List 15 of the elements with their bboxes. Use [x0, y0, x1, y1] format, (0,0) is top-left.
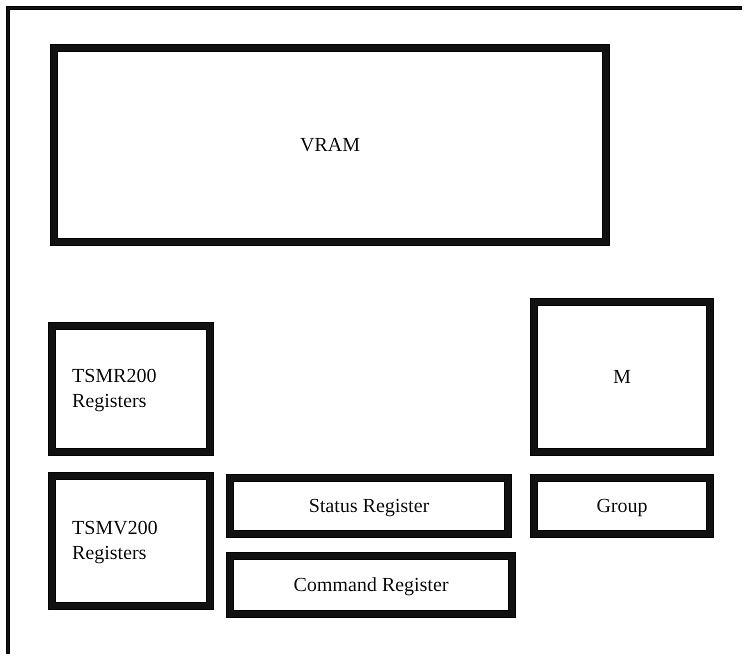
block-label: Group [596, 494, 648, 518]
register-block [226, 552, 516, 618]
block-label: Command Register [294, 572, 448, 598]
frame-border [6, 6, 742, 654]
register-block [48, 472, 214, 610]
register-block [226, 474, 512, 538]
register-block [48, 322, 214, 456]
memory-block [50, 44, 610, 246]
block-label: M [613, 364, 631, 390]
block-label: Status Register [308, 494, 430, 518]
block-label: VRAM [300, 132, 360, 158]
block-label: TSMV200 Registers [72, 516, 159, 566]
block [530, 474, 714, 538]
block-label: TSMR200 Registers [72, 364, 158, 414]
block [530, 298, 714, 456]
